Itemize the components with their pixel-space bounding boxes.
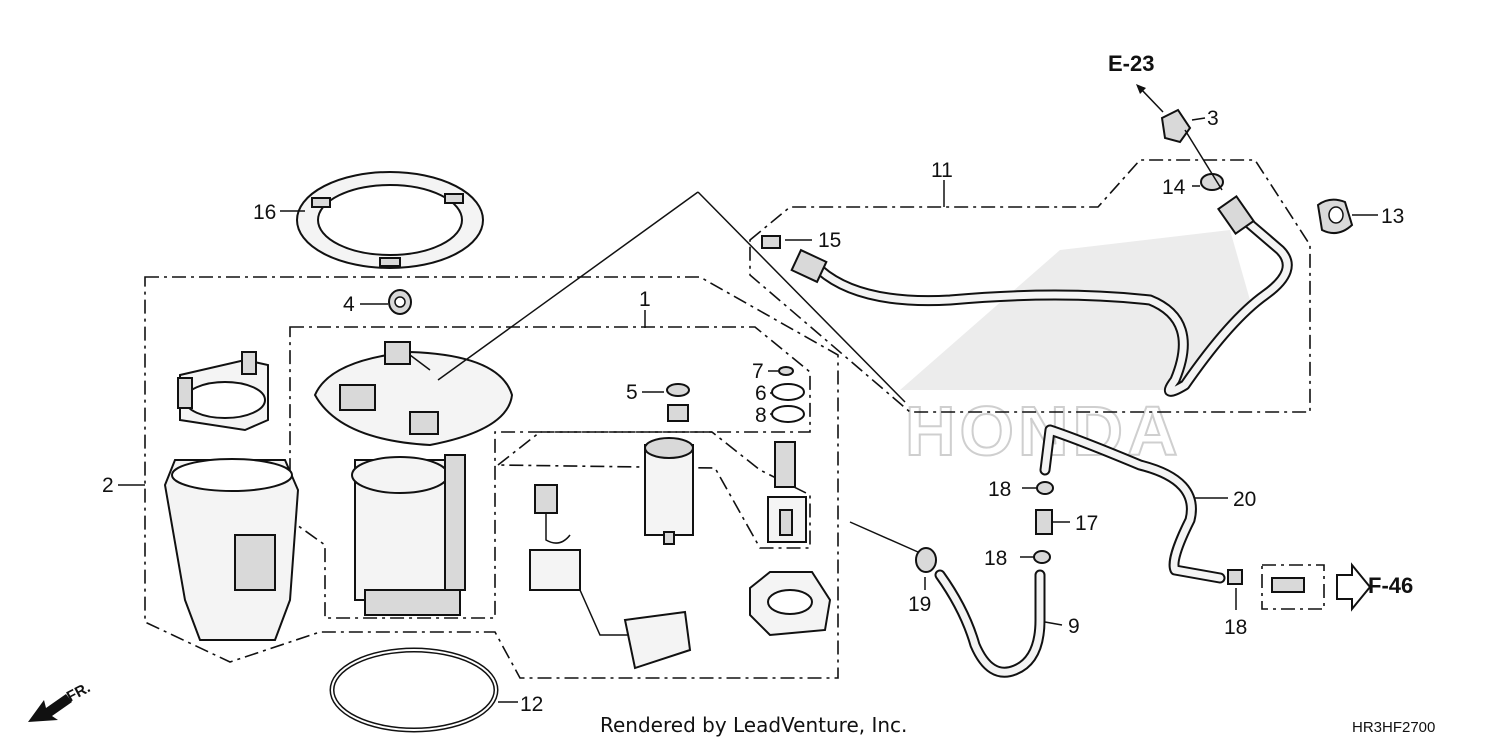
front-arrow-icon	[28, 694, 72, 722]
pump-holder-part-2	[163, 351, 300, 641]
grommet-part-4	[388, 289, 412, 315]
callout-20: 20	[1233, 488, 1256, 511]
diagram-code: HR3HF2700	[1352, 719, 1435, 736]
callout-17: 17	[1075, 512, 1098, 535]
callout-18-lower: 18	[1224, 616, 1247, 639]
callout-7: 7	[752, 360, 764, 383]
credit-text: Rendered by LeadVenture, Inc.	[600, 713, 907, 737]
callout-11: 11	[931, 159, 953, 182]
hose-part-20	[1039, 424, 1226, 584]
callout-12: 12	[520, 693, 543, 716]
ref-arrow-f46-icon	[1336, 562, 1372, 612]
callout-15: 15	[818, 229, 841, 252]
fuel-pump-assembly-part-1	[313, 341, 514, 616]
o-ring-part-12	[329, 647, 499, 733]
small-fittings	[915, 481, 1305, 593]
pump-base	[749, 571, 832, 637]
ref-f46-label: F-46	[1368, 573, 1413, 598]
callout-6: 6	[755, 382, 767, 405]
callout-19: 19	[908, 593, 931, 616]
ref-e23-label: E-23	[1108, 51, 1154, 76]
lock-ring	[296, 171, 484, 269]
callout-8: 8	[755, 404, 767, 427]
clamp-part-3	[1160, 108, 1192, 144]
callout-16: 16	[253, 201, 276, 224]
callout-4: 4	[343, 293, 355, 316]
callout-5: 5	[626, 381, 638, 404]
fuel-feed-hose-part-11	[761, 195, 1293, 397]
fuel-level-sender	[529, 484, 692, 670]
callout-3: 3	[1207, 107, 1219, 130]
callout-2: 2	[102, 474, 114, 497]
pressure-regulator	[767, 441, 807, 543]
leader-lines	[118, 84, 1378, 703]
callout-13: 13	[1381, 205, 1404, 228]
callout-14: 14	[1162, 176, 1186, 199]
assembly-outlines	[144, 159, 1325, 679]
callout-1: 1	[639, 288, 651, 311]
grommet-part-13	[1316, 198, 1354, 235]
hose-part-9	[934, 569, 1046, 678]
washer-part-5	[666, 383, 690, 422]
fuel-pump-motor	[644, 437, 694, 545]
callout-9: 9	[1068, 615, 1080, 638]
o-rings-parts-6-7-8	[771, 366, 805, 423]
callout-18-middle: 18	[984, 547, 1007, 570]
callout-numbers: 1 2 3 4 5 6 7 8 9 11 12 13 14 15 16 17 1…	[102, 107, 1404, 716]
callout-18-upper: 18	[988, 478, 1011, 501]
